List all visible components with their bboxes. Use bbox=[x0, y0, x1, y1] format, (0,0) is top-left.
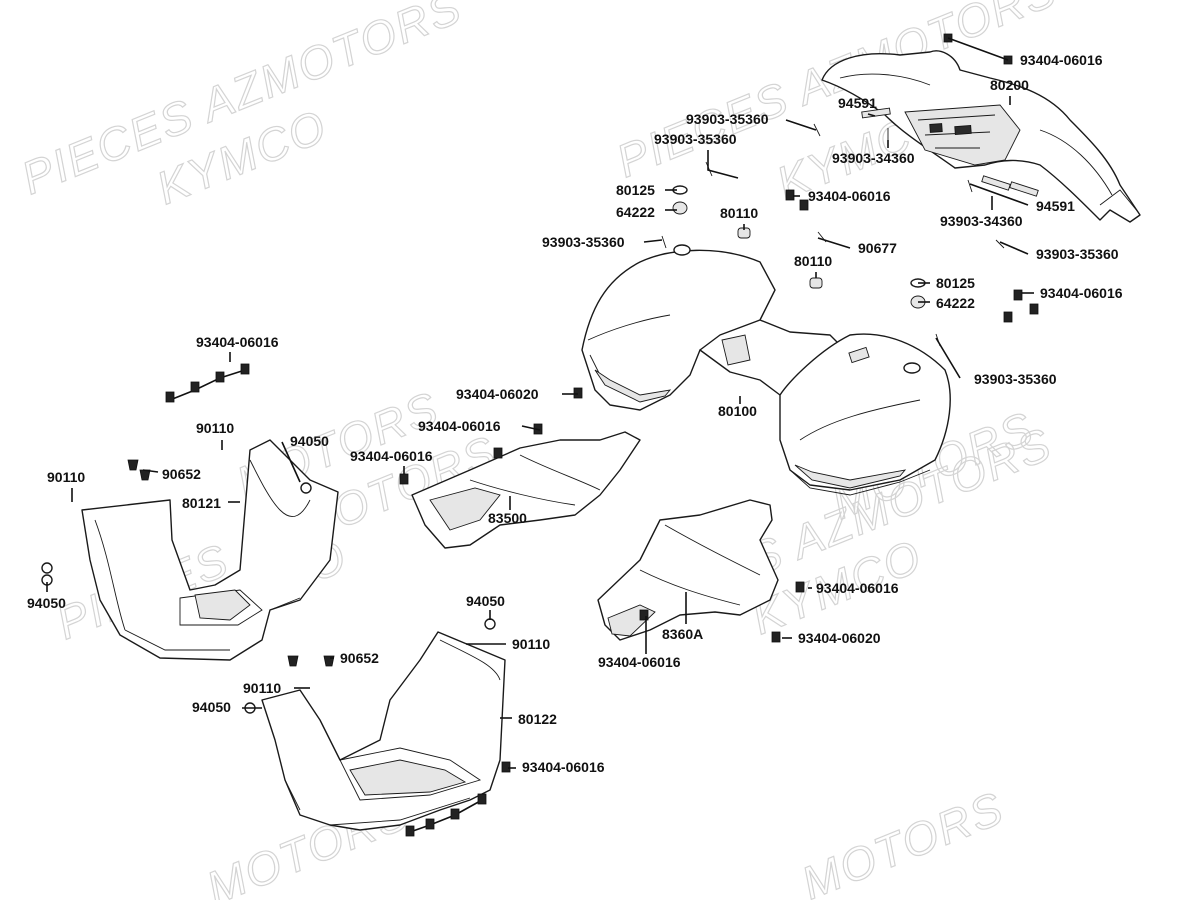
part-number-label: 80121 bbox=[182, 495, 221, 511]
part-number-label: 90110 bbox=[47, 469, 85, 485]
part-number-label: 93903-35360 bbox=[974, 371, 1057, 387]
leader-line bbox=[785, 119, 817, 131]
part-number-label: 8360A bbox=[662, 626, 703, 642]
part-number-label: 93404-06016 bbox=[808, 188, 891, 204]
part-number-label: 90652 bbox=[340, 650, 379, 666]
part-number-label: 80125 bbox=[936, 275, 975, 291]
leader-line bbox=[281, 441, 301, 483]
part-number-label: 94050 bbox=[192, 699, 231, 715]
part-number-label: 90110 bbox=[196, 420, 234, 436]
part-number-label: 83500 bbox=[488, 510, 527, 526]
leader-line bbox=[643, 239, 663, 243]
rear-fender-80200 bbox=[821, 50, 1141, 223]
left-mudguard-83500 bbox=[411, 431, 641, 549]
left-footrest-80121 bbox=[81, 439, 339, 661]
part-number-label: 93903-35360 bbox=[542, 234, 625, 250]
leader-line bbox=[142, 469, 159, 473]
right-footrest-80122 bbox=[261, 631, 506, 831]
part-number-label: 93404-06020 bbox=[798, 630, 881, 646]
leader-lines bbox=[46, 37, 1034, 769]
leader-line bbox=[867, 113, 876, 117]
leader-line bbox=[935, 337, 961, 379]
part-number-label: 64222 bbox=[616, 204, 655, 220]
leader-line bbox=[521, 425, 541, 431]
part-number-label: 94050 bbox=[290, 433, 329, 449]
part-number-label: 64222 bbox=[936, 295, 975, 311]
part-number-label: 80100 bbox=[718, 403, 757, 419]
part-number-label: 93404-06016 bbox=[1020, 52, 1103, 68]
part-number-label: 93404-06016 bbox=[816, 580, 899, 596]
part-number-label: 94591 bbox=[838, 95, 877, 111]
part-number-label: 90677 bbox=[858, 240, 897, 256]
part-number-label: 80110 bbox=[720, 205, 758, 221]
part-number-label: 93903-34360 bbox=[832, 150, 915, 166]
part-number-label: 93903-34360 bbox=[940, 213, 1023, 229]
front-fender-80100 bbox=[581, 244, 951, 496]
part-number-label: 94050 bbox=[466, 593, 505, 609]
part-number-label: 80125 bbox=[616, 182, 655, 198]
watermark-text: MOTORS bbox=[794, 781, 1011, 900]
leader-line bbox=[969, 183, 1029, 206]
part-number-label: 94591 bbox=[1036, 198, 1075, 214]
part-number-label: 90110 bbox=[243, 680, 281, 696]
part-number-label: 90110 bbox=[512, 636, 550, 652]
leader-line bbox=[817, 237, 851, 249]
part-number-label: 80200 bbox=[990, 77, 1029, 93]
part-number-label: 93404-06016 bbox=[196, 334, 279, 350]
right-mudguard-8360A bbox=[597, 499, 779, 641]
part-number-label: 93903-35360 bbox=[1036, 246, 1119, 262]
leader-line bbox=[999, 241, 1029, 255]
part-number-label: 93404-06016 bbox=[1040, 285, 1123, 301]
leader-line bbox=[707, 150, 739, 179]
part-number-label: 94050 bbox=[27, 595, 66, 611]
part-number-label: 80110 bbox=[794, 253, 832, 269]
part-number-label: 80122 bbox=[518, 711, 557, 727]
part-number-label: 93404-06016 bbox=[598, 654, 681, 670]
part-number-label: 90652 bbox=[162, 466, 201, 482]
part-number-label: 93404-06016 bbox=[350, 448, 433, 464]
part-number-label: 93903-35360 bbox=[654, 131, 737, 147]
part-number-label: 93404-06016 bbox=[418, 418, 501, 434]
part-number-callouts: 93404-06016 80200 93903-35360 94591 93903-35… bbox=[27, 52, 1123, 775]
part-number-label: 93903-35360 bbox=[686, 111, 769, 127]
part-number-label: 93404-06016 bbox=[522, 759, 605, 775]
leader-line bbox=[947, 37, 1009, 61]
part-number-label: 93404-06020 bbox=[456, 386, 539, 402]
